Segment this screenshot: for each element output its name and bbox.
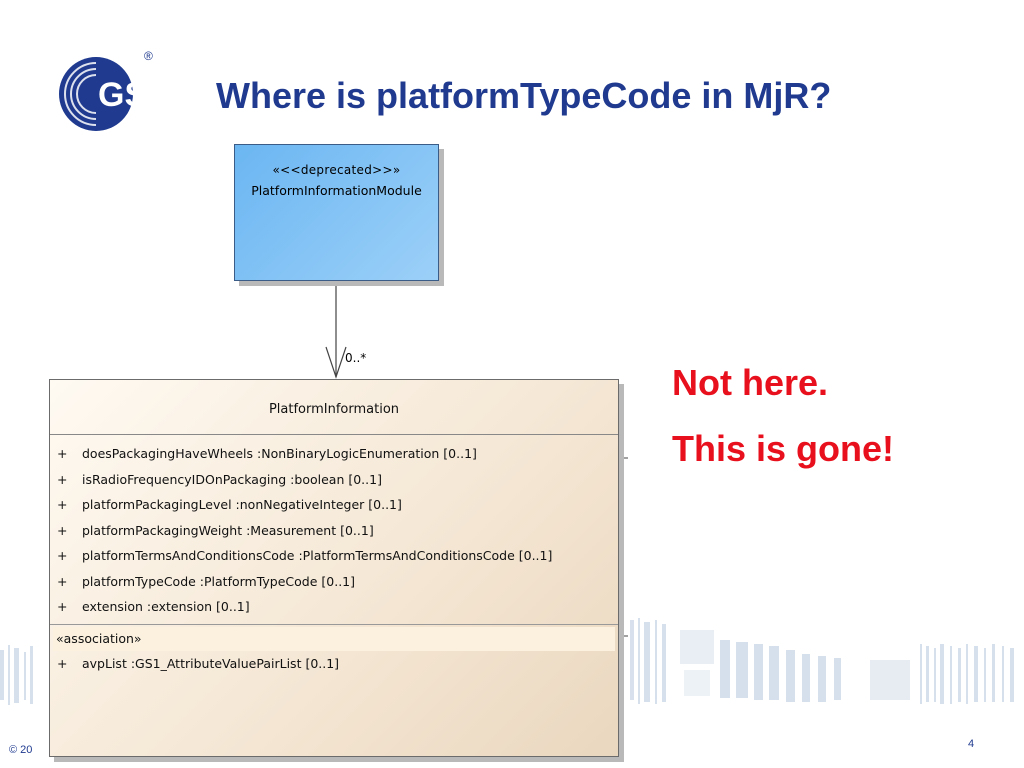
attribute-row: + platformTypeCode :PlatformTypeCode [0.… bbox=[50, 569, 618, 595]
attribute-row: + doesPackagingHaveWheels :NonBinaryLogi… bbox=[50, 441, 618, 467]
attribute-list: + doesPackagingHaveWheels :NonBinaryLogi… bbox=[50, 435, 618, 620]
attribute-row: + isRadioFrequencyIDOnPackaging :boolean… bbox=[50, 467, 618, 493]
attribute-row: + platformTermsAndConditionsCode :Platfo… bbox=[50, 543, 618, 569]
visibility-marker: + bbox=[57, 599, 68, 614]
note-line-gone: This is gone! bbox=[672, 428, 895, 469]
module-name: PlatformInformationModule bbox=[251, 183, 422, 198]
association-attribute-row: + avpList :GS1_AttributeValuePairList [0… bbox=[50, 651, 618, 677]
slide-title: Where is platformTypeCode in MjR? bbox=[216, 75, 832, 116]
module-stereotype: «<<deprecated>>» bbox=[272, 163, 401, 177]
gs1-logo: GS1 ® bbox=[52, 48, 172, 134]
uml-class-box[interactable]: PlatformInformation + doesPackagingHaveW… bbox=[49, 379, 619, 757]
footer-copyright: © 20 bbox=[9, 744, 33, 756]
multiplicity-label: 0..* bbox=[345, 351, 366, 365]
attribute-row: + platformPackagingLevel :nonNegativeInt… bbox=[50, 492, 618, 518]
visibility-marker: + bbox=[57, 446, 68, 461]
registered-mark: ® bbox=[144, 49, 153, 63]
visibility-marker: + bbox=[57, 497, 68, 512]
attribute-row: + platformPackagingWeight :Measurement [… bbox=[50, 518, 618, 544]
note-line-not-here: Not here. bbox=[672, 362, 829, 403]
gs1-logo-icon: GS1 ® bbox=[59, 49, 166, 131]
attribute-text: avpList :GS1_AttributeValuePairList [0..… bbox=[82, 655, 340, 671]
logo-brand-text: GS1 bbox=[98, 76, 166, 114]
uml-module-box[interactable]: «<<deprecated>>» PlatformInformationModu… bbox=[234, 144, 439, 281]
attribute-text: platformPackagingWeight :Measurement [0.… bbox=[82, 522, 374, 538]
association-separator bbox=[50, 623, 618, 625]
attribute-text: platformTermsAndConditionsCode :Platform… bbox=[82, 548, 553, 563]
class-name: PlatformInformation bbox=[50, 380, 618, 435]
attribute-text: extension :extension [0..1] bbox=[82, 599, 250, 614]
barcode-background-band bbox=[0, 618, 1014, 705]
visibility-marker: + bbox=[57, 548, 68, 563]
visibility-marker: + bbox=[57, 522, 68, 538]
attribute-text: platformPackagingLevel :nonNegativeInteg… bbox=[82, 497, 402, 512]
attribute-text: platformTypeCode :PlatformTypeCode [0..1… bbox=[82, 573, 356, 589]
attribute-text: doesPackagingHaveWheels :NonBinaryLogicE… bbox=[82, 446, 477, 461]
side-note: Not here. This is gone! bbox=[672, 350, 992, 482]
attribute-text: isRadioFrequencyIDOnPackaging :boolean [… bbox=[82, 471, 382, 487]
visibility-marker: + bbox=[57, 471, 68, 487]
attribute-row: + extension :extension [0..1] bbox=[50, 594, 618, 620]
visibility-marker: + bbox=[57, 573, 68, 589]
association-stereotype: «association» bbox=[53, 626, 615, 651]
page-number: 4 bbox=[968, 738, 975, 750]
visibility-marker: + bbox=[57, 655, 68, 671]
arrowhead-icon bbox=[325, 346, 347, 379]
